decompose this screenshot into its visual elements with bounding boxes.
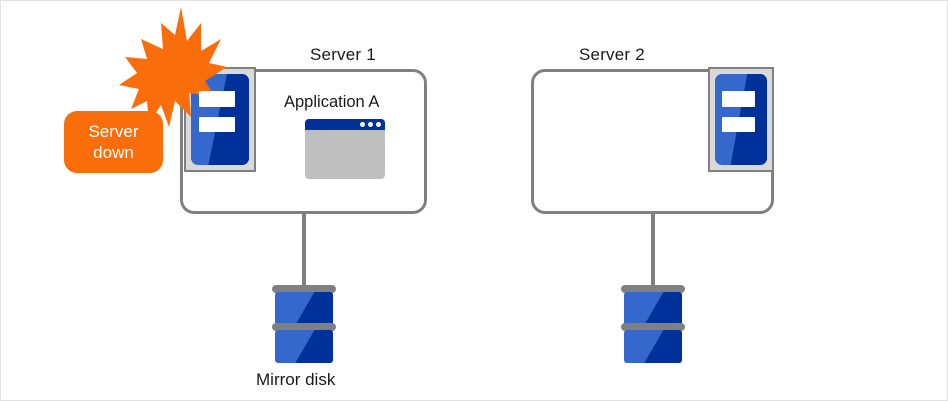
server-2-unit-icon <box>708 67 774 172</box>
application-a-label: Application A <box>284 93 380 111</box>
window-dot-2 <box>368 122 373 127</box>
server-1-title: Server 1 <box>310 45 376 64</box>
server-down-line-2: down <box>93 143 134 162</box>
mirror-disk-label: Mirror disk <box>256 370 336 389</box>
mirror-disk-1[interactable] <box>272 285 336 365</box>
server-unit-slot-1 <box>722 91 755 107</box>
application-window-titlebar <box>305 119 385 130</box>
burst-icon <box>119 7 227 127</box>
connector-server-1-to-disk <box>302 213 306 287</box>
window-dot-1 <box>360 122 365 127</box>
server-unit-slot-1 <box>199 91 236 107</box>
disk-platter-1 <box>275 292 333 325</box>
connector-server-2-to-disk <box>651 213 655 287</box>
server-unit-slot-2 <box>199 116 236 133</box>
disk-cap-top <box>621 285 685 293</box>
server-unit-body <box>715 74 767 165</box>
disk-cap-middle <box>621 323 685 331</box>
disk-platter-2 <box>275 330 333 363</box>
server-2-title: Server 2 <box>579 45 645 64</box>
server-down-badge: Server down <box>64 111 163 173</box>
disk-cap-middle <box>272 323 336 331</box>
disk-cap-top <box>272 285 336 293</box>
disk-platter-2 <box>624 330 682 363</box>
server-unit-slot-2 <box>722 116 755 133</box>
application-window-icon[interactable] <box>305 119 385 179</box>
server-down-line-1: Server <box>88 122 139 141</box>
mirror-disk-2[interactable] <box>621 285 685 365</box>
window-dot-3 <box>376 122 381 127</box>
disk-platter-1 <box>624 292 682 325</box>
